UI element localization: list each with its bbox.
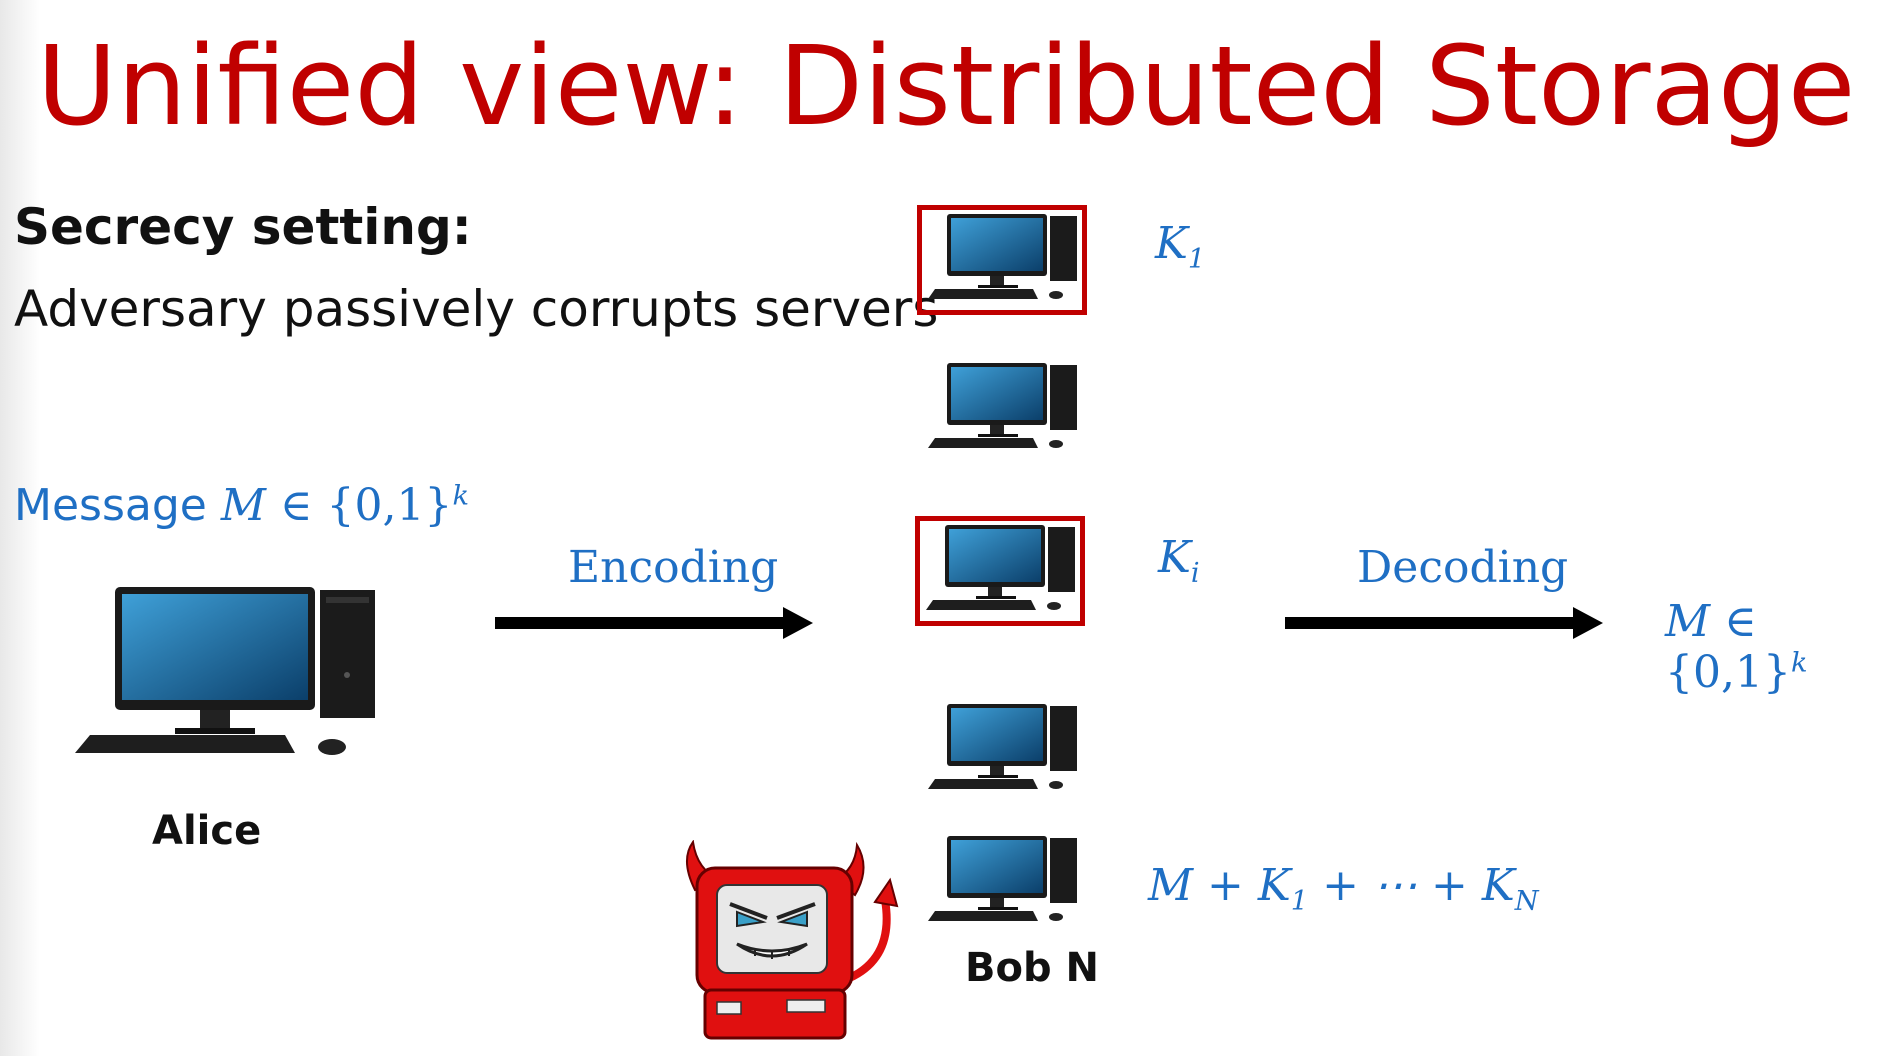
server-4-computer-icon <box>928 704 1077 789</box>
decoding-label: Decoding <box>1357 542 1569 593</box>
devil-adversary-icon <box>686 840 899 1040</box>
message-var: M <box>220 480 266 531</box>
message-set: ∈ {0,1} <box>279 480 453 531</box>
setting-description: Adversary passively corrupts servers <box>14 280 939 338</box>
encoding-label: Encoding <box>568 542 779 593</box>
key-ki-label: Ki <box>1158 532 1200 589</box>
alice-label: Alice <box>152 808 262 854</box>
message-label: Message M ∈ {0,1}k <box>14 480 469 531</box>
output-var: M <box>1665 596 1711 647</box>
encoding-arrow-icon <box>495 607 813 639</box>
left-edge-shadow <box>0 0 40 1056</box>
sum-expression: M + K1 + ⋯ + KN <box>1148 860 1539 917</box>
server-i-computer-icon <box>926 525 1075 610</box>
alice-computer-icon <box>75 587 375 755</box>
corrupted-server-box-1 <box>917 205 1087 315</box>
message-prefix: Message <box>14 480 207 531</box>
output-exponent: k <box>1790 647 1808 679</box>
message-exponent: k <box>452 480 469 512</box>
decoding-arrow-icon <box>1285 607 1603 639</box>
output-message: M ∈ {0,1}k <box>1665 596 1892 698</box>
output-set: ∈ {0,1} <box>1665 596 1791 698</box>
secrecy-setting-heading: Secrecy setting: <box>14 198 472 256</box>
bob-n-label: Bob N <box>965 945 1100 991</box>
key-k1-label: K1 <box>1155 218 1206 275</box>
corrupted-server-box-i <box>915 516 1085 626</box>
slide-title: Unified view: Distributed Storage <box>36 22 1856 150</box>
server-1-computer-icon <box>928 214 1077 299</box>
server-2-computer-icon <box>928 363 1077 448</box>
server-n-computer-icon <box>928 836 1077 921</box>
